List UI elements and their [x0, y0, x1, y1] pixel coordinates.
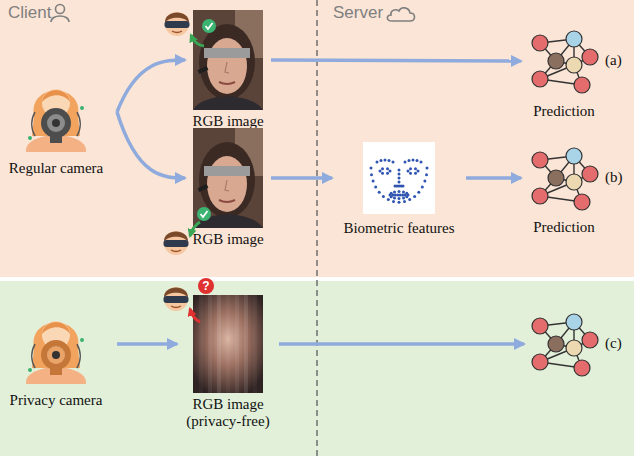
client-server-divider — [316, 0, 318, 456]
node-graphic — [363, 142, 435, 214]
camera-icon — [20, 304, 92, 384]
attacker-icon — [165, 12, 190, 36]
landmark-image — [363, 142, 435, 214]
region-label: Client — [8, 3, 51, 23]
question-badge — [198, 278, 214, 294]
node-label: Prediction — [523, 103, 605, 120]
prediction-node: Prediction(a) — [523, 25, 605, 120]
camera-node: Privacy camera — [0, 304, 115, 409]
prediction-node: Prediction(b) — [523, 143, 605, 236]
node-label: Privacy camera — [0, 392, 115, 409]
node-graphic — [528, 143, 600, 213]
subfigure-tag: (c) — [605, 335, 622, 352]
node-label: RGB image (privacy-free) — [179, 396, 277, 430]
flow-arrow — [117, 112, 185, 178]
node-label: RGB image — [187, 231, 269, 248]
prediction-node: (c) — [526, 309, 602, 379]
person-icon — [51, 5, 69, 23]
network-icon — [528, 309, 600, 379]
node-label: Prediction — [523, 219, 605, 236]
flow-arrow — [117, 342, 177, 346]
node-label: Biometric features — [334, 220, 464, 237]
node-label: Regular camera — [0, 160, 115, 177]
node-graphic — [528, 309, 600, 379]
subfigure-tag: (b) — [605, 169, 623, 186]
node-label: RGB image — [187, 113, 269, 130]
flow-arrow — [279, 342, 524, 346]
privacy-image — [193, 295, 263, 393]
node-graphic — [193, 295, 263, 393]
node-graphic — [528, 25, 600, 97]
attacker-icon — [164, 287, 189, 311]
subfigure-tag: (a) — [605, 52, 622, 69]
image-node: RGB image — [187, 128, 269, 248]
cloud-icon — [387, 8, 414, 21]
biometric-node: Biometric features — [334, 142, 464, 237]
region-label: Server — [333, 3, 383, 23]
camera-icon — [20, 72, 92, 152]
attacker-icon — [164, 231, 189, 255]
image-node: RGB image — [187, 10, 269, 130]
flow-arrow — [271, 176, 332, 180]
check-mark — [197, 207, 211, 221]
privacy-panel — [0, 281, 634, 456]
camera-node: Regular camera — [0, 72, 115, 177]
node-graphic — [20, 304, 92, 384]
flow-arrow — [271, 60, 521, 61]
network-icon — [528, 143, 600, 213]
node-graphic — [20, 72, 92, 152]
check-mark — [202, 19, 216, 33]
flow-arrow — [466, 176, 521, 180]
question-mark: ? — [199, 278, 213, 294]
network-icon — [528, 25, 600, 97]
flow-arrow — [117, 60, 185, 112]
